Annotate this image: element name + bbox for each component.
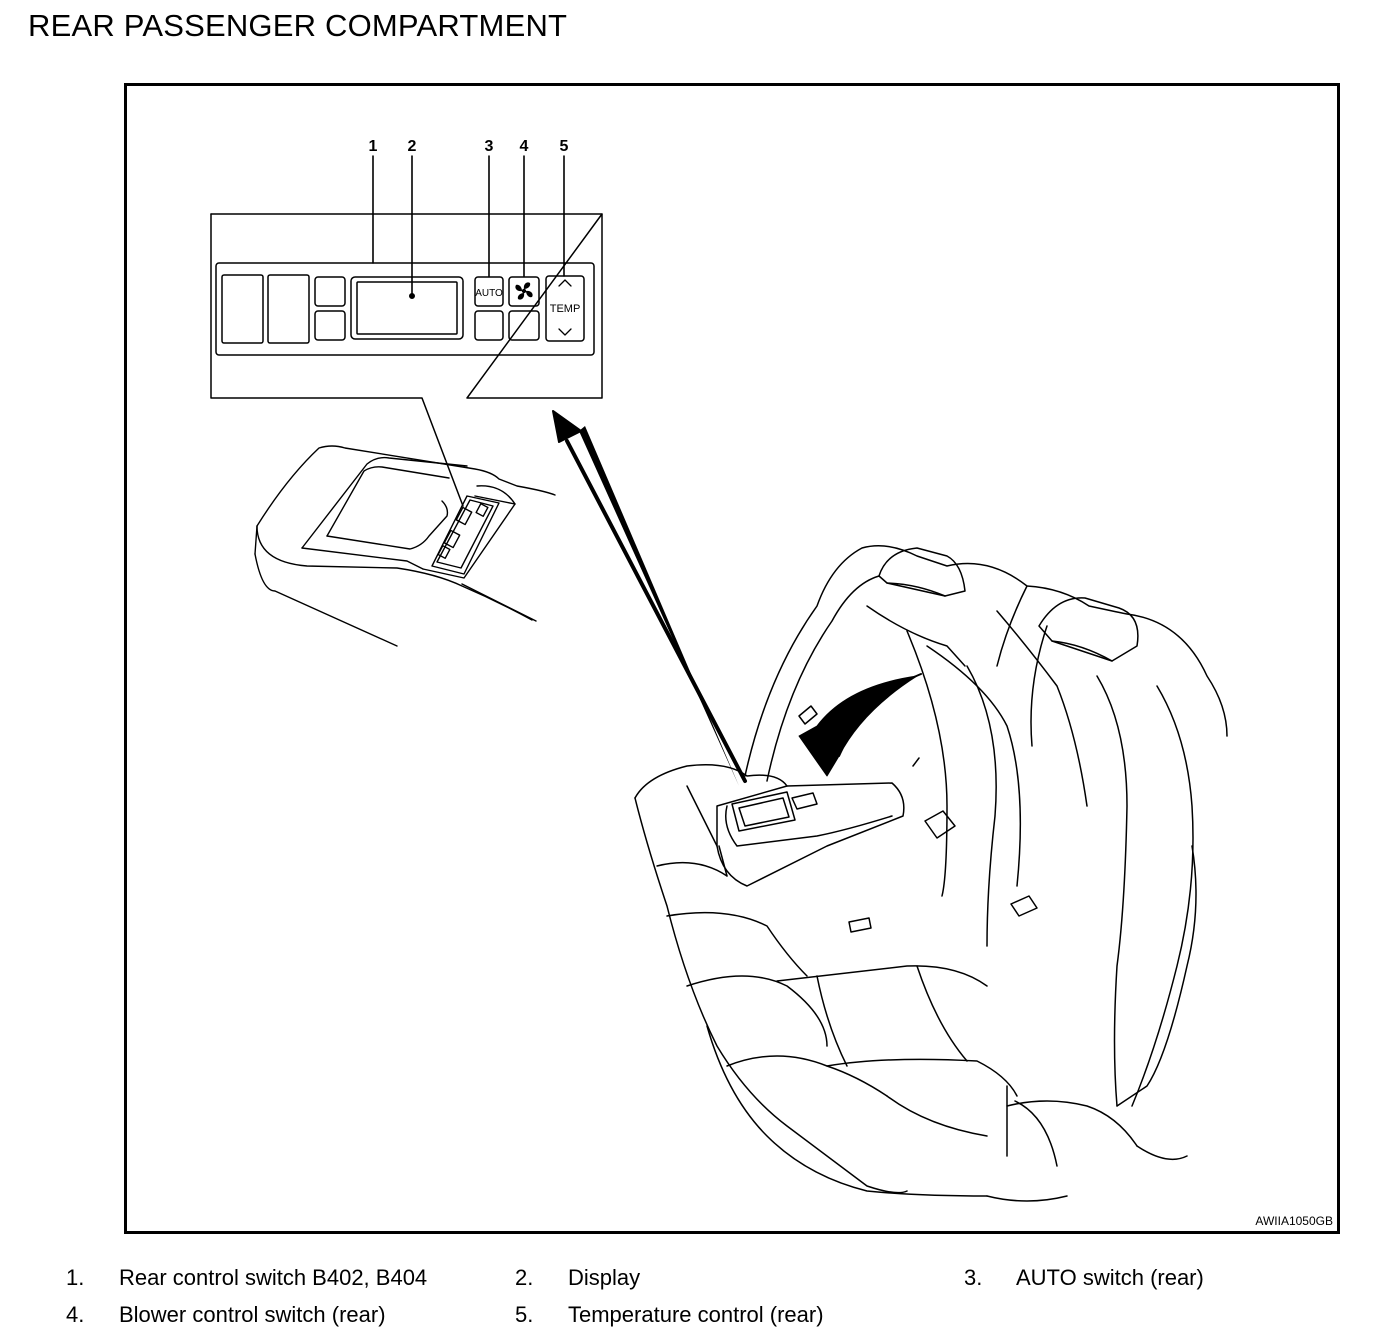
folded-armrest bbox=[716, 782, 905, 887]
legend-text: Display bbox=[568, 1265, 641, 1290]
callout-4: 4 bbox=[519, 138, 529, 155]
rear-seat bbox=[634, 545, 1228, 1202]
armrest-closeup bbox=[254, 445, 556, 647]
legend-num: 2. bbox=[515, 1265, 534, 1290]
callout-3: 3 bbox=[484, 138, 494, 155]
legend-num: 1. bbox=[66, 1265, 85, 1290]
rear-seat-illustration: AUTO TEMP bbox=[210, 155, 1228, 1202]
legend-text: AUTO switch (rear) bbox=[1016, 1265, 1204, 1290]
legend-text: Rear control switch B402, B404 bbox=[119, 1265, 428, 1290]
fold-arrow bbox=[798, 675, 918, 777]
rear-control-panel bbox=[215, 262, 595, 356]
chevron-down-icon bbox=[558, 328, 572, 336]
chevron-up-icon bbox=[558, 279, 572, 287]
callout-5: 5 bbox=[559, 138, 569, 155]
legend-num: 3. bbox=[964, 1265, 983, 1290]
page-title: REAR PASSENGER COMPARTMENT bbox=[28, 8, 568, 43]
legend-num: 4. bbox=[66, 1302, 85, 1327]
figure-frame: AUTO TEMP bbox=[124, 83, 1340, 1234]
callout-2: 2 bbox=[407, 138, 417, 155]
legend-text: Blower control switch (rear) bbox=[119, 1302, 386, 1327]
temp-label: TEMP bbox=[550, 303, 581, 315]
pointer-arrow bbox=[552, 410, 747, 786]
fan-icon bbox=[515, 282, 533, 300]
figure-id: AWIIA1050GB bbox=[1255, 1214, 1333, 1228]
legend-text: Temperature control (rear) bbox=[568, 1302, 824, 1327]
legend-num: 5. bbox=[515, 1302, 534, 1327]
auto-label: AUTO bbox=[475, 288, 503, 299]
callout-1: 1 bbox=[368, 138, 378, 155]
inset-frame bbox=[210, 213, 603, 507]
